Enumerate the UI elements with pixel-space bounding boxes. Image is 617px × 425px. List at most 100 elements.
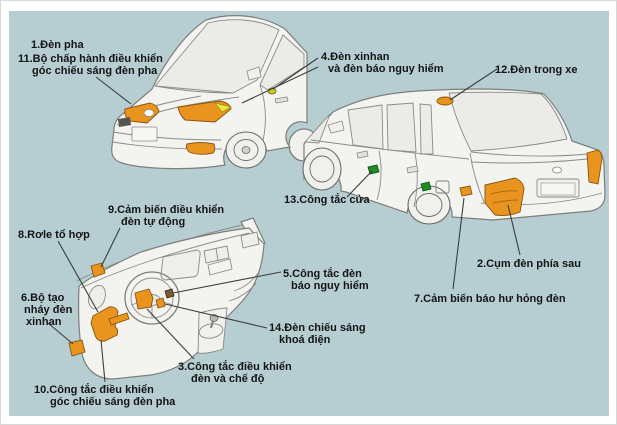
rear-car-front-wheel xyxy=(302,147,342,191)
label-14-line-0: 14.Đèn chiếu sáng xyxy=(269,322,366,334)
label-5-line-1: báo nguy hiểm xyxy=(291,280,369,292)
label-6-line-1: nháy đèn xyxy=(24,304,73,316)
labels: 1.Đèn pha 11.Bộ chấp hành điều khiển góc… xyxy=(18,39,581,408)
leader-lines xyxy=(47,57,521,383)
ignition-key-illumination xyxy=(155,297,166,309)
leader-line-8 xyxy=(57,240,99,313)
door-seam-front xyxy=(376,150,382,201)
label-12-den-trong-xe: 12.Đèn trong xe xyxy=(495,64,578,76)
fuel-door xyxy=(435,180,450,194)
center-console xyxy=(197,307,228,354)
turn-signal-stalk xyxy=(108,312,130,326)
interior-roof-lamp xyxy=(436,96,454,106)
label-14-line-1: khoá điện xyxy=(279,334,331,346)
shifter-gate xyxy=(198,323,224,339)
dashboard-body xyxy=(78,227,265,380)
leader-line-4a xyxy=(272,57,319,90)
door-handle-front xyxy=(356,150,369,159)
center-vents xyxy=(203,245,230,264)
rear-car-front-wheel-rim xyxy=(309,155,335,183)
instrument-cluster xyxy=(160,249,201,281)
cowl-line xyxy=(154,85,234,94)
label-2-cum-den-phia-sau: 2.Cụm đèn phía sau xyxy=(477,258,581,270)
label-6-line-2: xinhan xyxy=(26,316,62,328)
rear-emblem xyxy=(552,166,562,174)
rear-car-illustration xyxy=(302,88,606,225)
rear-license-plate xyxy=(540,182,576,196)
leader-line-1-11 xyxy=(95,76,132,105)
dash-top-crease xyxy=(80,232,250,289)
label-1-den-pha: 1.Đèn pha xyxy=(31,39,84,51)
label-13-cong-tac-cua: 13.Công tắc cửa xyxy=(284,193,370,206)
hazard-warning-switch xyxy=(164,288,175,299)
door-handle xyxy=(274,96,289,104)
label-10-line-1: góc chiếu sáng đèn pha xyxy=(50,396,176,408)
door-switch-front xyxy=(367,164,380,175)
leader-line-6 xyxy=(47,322,74,345)
center-vent-divider xyxy=(215,247,219,262)
label-6-line-0: 6.Bộ tạo xyxy=(21,292,65,304)
front-emblem xyxy=(143,109,155,117)
leader-line-7 xyxy=(452,197,465,290)
label-7-cam-bien-bao-hu-hong-den: 7.Cảm biến báo hư hỏng đèn xyxy=(414,293,566,305)
steering-wheel-inner xyxy=(130,277,174,319)
leader-line-14 xyxy=(164,303,268,329)
light-control-switch xyxy=(134,288,154,310)
air-intake xyxy=(118,117,131,127)
rear-car-windshield-sliver xyxy=(304,113,331,144)
audio-unit xyxy=(207,258,233,276)
door-seam-rear xyxy=(413,152,418,208)
tail-light-left xyxy=(484,177,525,217)
headlight-left xyxy=(124,102,160,124)
bulb-failure-sensor xyxy=(459,185,473,197)
rear-door-window xyxy=(386,102,417,153)
leader-line-3 xyxy=(146,308,195,360)
leader-line-9 xyxy=(100,227,121,268)
door-handle-rear xyxy=(406,165,419,174)
steering-wheel xyxy=(124,271,180,325)
rear-window xyxy=(448,91,568,152)
label-10-line-0: 10.Công tắc điều khiển xyxy=(34,383,154,396)
leader-line-12 xyxy=(449,68,498,101)
beltline xyxy=(310,139,470,160)
trunk-edge-line xyxy=(470,151,590,157)
quarter-window xyxy=(419,103,434,155)
trunk-side-crease xyxy=(469,152,485,203)
rear-car-rear-wheel-rim xyxy=(415,193,443,217)
front-wheel-rim xyxy=(233,139,259,161)
leader-line-13 xyxy=(346,170,373,198)
trunk-lid-line xyxy=(470,158,588,164)
leader-line-4b xyxy=(241,66,319,104)
label-5-line-0: 5.Công tắc đèn xyxy=(283,267,362,280)
label-9-line-1: đèn tự động xyxy=(121,216,185,228)
combination-switch-cluster xyxy=(90,306,119,342)
label-4-line-1: và đèn báo nguy hiểm xyxy=(328,63,444,75)
label-9-line-0: 9.Cảm biến điều khiển xyxy=(108,204,224,216)
front-car-illustration xyxy=(111,15,320,170)
dashboard-illustration xyxy=(68,217,266,380)
tail-light-right xyxy=(586,149,603,185)
front-door-window xyxy=(347,104,384,150)
side-mirror xyxy=(246,66,262,81)
label-11-line-0: 11.Bộ chấp hành điều khiển xyxy=(18,53,163,65)
label-3-line-0: 3.Công tắc điều khiển xyxy=(178,360,292,373)
leader-line-5 xyxy=(172,271,282,294)
label-3-line-1: đèn và chế độ xyxy=(191,373,265,385)
fog-light xyxy=(185,142,216,155)
door-seam-line xyxy=(259,84,266,142)
label-8-role-to-hop: 8.Rơle tổ hợp xyxy=(18,229,90,241)
side-vent xyxy=(240,231,260,249)
leader-line-2 xyxy=(507,204,521,256)
bumper-crease-upper xyxy=(112,131,222,141)
turn-signal-lens xyxy=(214,102,232,113)
front-car-side-window xyxy=(259,34,305,91)
door-switch-rear xyxy=(420,181,432,192)
rear-car-mirror xyxy=(327,120,345,134)
front-wheel-hub xyxy=(241,146,251,154)
front-license-plate xyxy=(131,126,158,142)
tail-light-lens-lines xyxy=(490,190,519,204)
shifter-stick xyxy=(210,320,214,329)
glove-box-lines xyxy=(228,272,259,302)
